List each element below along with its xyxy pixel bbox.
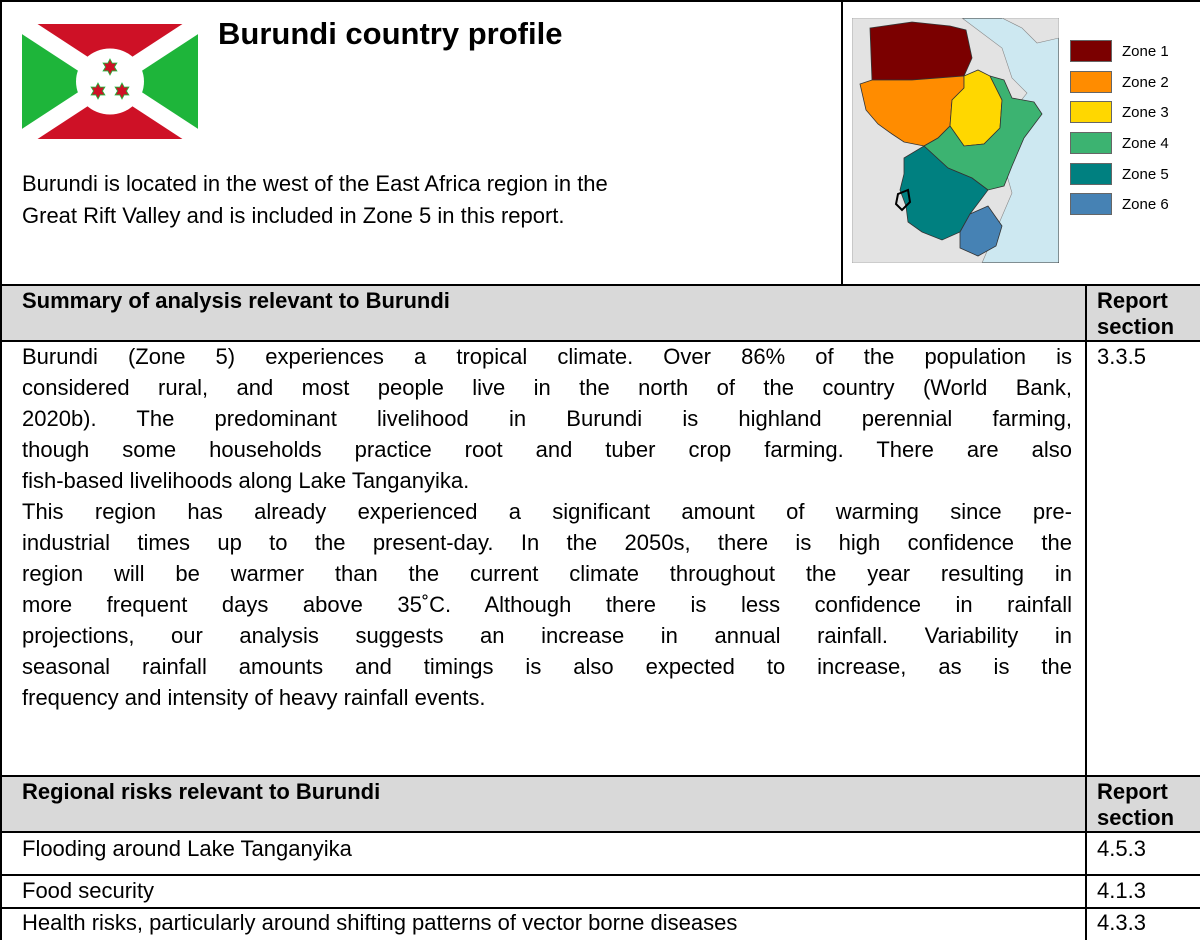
summary-line-3: 2020b). The predominant livelihood in Bu… [22,406,1072,431]
legend-swatch [1070,132,1112,154]
flag-stars [90,58,130,100]
legend-item-zone-6: Zone 6 [1070,192,1169,216]
summary-line-2: considered rural, and most people live i… [22,375,1072,400]
risk-row-3-section: 4.3.3 [1097,910,1146,935]
legend-label: Zone 2 [1122,73,1169,91]
legend-item-zone-4: Zone 4 [1070,131,1169,155]
legend-label: Zone 3 [1122,103,1169,121]
header-map-divider [841,0,843,285]
risks-header-fill [1,776,1200,832]
border-left [0,0,2,940]
flag-green-right [110,24,198,139]
legend-label: Zone 4 [1122,134,1169,152]
legend-item-zone-5: Zone 5 [1070,162,1169,186]
summary-line-4: though some households practice root and… [22,437,1072,462]
map-land-arabia [1001,18,1059,44]
legend-swatch [1070,40,1112,62]
rule-summary-heading [0,340,1200,342]
intro-line-1: Burundi is located in the west of the Ea… [22,171,608,196]
summary-line-7: industrial times up to the present-day. … [22,530,1072,555]
legend-label: Zone 1 [1122,42,1169,60]
border-top [0,0,1200,2]
risks-section-heading-1: Report [1097,779,1168,804]
summary-section-heading-2: section [1097,314,1175,339]
summary-section-ref: 3.3.5 [1097,344,1146,369]
summary-line-5: fish-based livelihoods along Lake Tangan… [22,468,470,493]
summary-line-12: frequency and intensity of heavy rainfal… [22,685,486,710]
flag-green-left [22,24,110,139]
summary-heading: Summary of analysis relevant to Burundi [22,288,450,313]
legend-item-zone-2: Zone 2 [1070,70,1169,94]
legend-item-zone-3: Zone 3 [1070,100,1169,124]
summary-line-8: region will be warmer than the current c… [22,561,1072,586]
risk-row-2-section: 4.1.3 [1097,878,1146,903]
rule-risk-row-2 [0,907,1200,909]
burundi-outline [894,188,912,212]
legend-item-zone-1: Zone 1 [1070,39,1169,63]
summary-line-10: projections, our analysis suggests an in… [22,623,1072,648]
legend-swatch [1070,71,1112,93]
summary-header-fill [1,285,1200,341]
summary-line-9: more frequent days above 35˚C. Although … [22,592,1072,617]
rule-header-bottom [0,284,1200,286]
legend-swatch [1070,101,1112,123]
summary-line-6: This region has already experienced a si… [22,499,1072,524]
summary-section-heading-1: Report [1097,288,1168,313]
rule-risks-heading [0,831,1200,833]
burundi-flag-icon [22,24,198,139]
risk-row-3-text: Health risks, particularly around shifti… [22,910,738,935]
risk-row-1-section: 4.5.3 [1097,836,1146,861]
page-title: Burundi country profile [218,16,563,51]
zone-1-area [869,21,973,81]
legend-label: Zone 5 [1122,165,1169,183]
legend-swatch [1070,163,1112,185]
legend-swatch [1070,193,1112,215]
summary-line-1: Burundi (Zone 5) experiences a tropical … [22,344,1072,369]
risks-heading: Regional risks relevant to Burundi [22,779,381,804]
flag-disc [76,48,144,115]
rule-risks-top [0,775,1200,777]
risk-row-2-text: Food security [22,878,155,903]
risks-section-heading-2: section [1097,805,1175,830]
intro-line-2: Great Rift Valley and is included in Zon… [22,203,565,228]
rule-risk-row-1 [0,874,1200,876]
risk-row-1-text: Flooding around Lake Tanganyika [22,836,352,861]
legend-label: Zone 6 [1122,195,1169,213]
summary-line-11: seasonal rainfall amounts and timings is… [22,654,1072,679]
section-column-divider [1085,285,1087,940]
zone-6-area [959,205,1003,257]
east-africa-zone-map [852,18,1059,263]
